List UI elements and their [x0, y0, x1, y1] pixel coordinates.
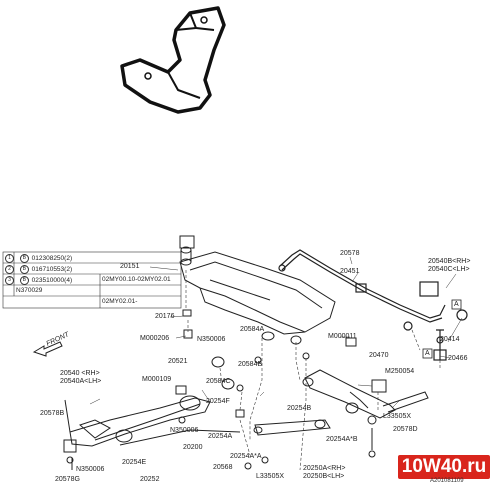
table-row: N370029 — [16, 287, 42, 294]
part-label: 20540A<LH> — [60, 378, 102, 385]
part-label: 20470 — [369, 352, 389, 359]
table-row-note: 02MY02.01- — [102, 298, 138, 305]
part-label: 20250B<LH> — [303, 473, 345, 480]
table-row: 3 B 023510000(4) — [5, 276, 72, 285]
part-label: 20578 — [340, 250, 360, 257]
part-label: 20250A<RH> — [303, 465, 346, 472]
part-label: 20451 — [340, 268, 360, 275]
row-part-number: 012308250(2) — [31, 255, 73, 263]
part-label: 20151 — [120, 263, 140, 270]
row-circle: 1 — [5, 254, 14, 263]
table-row: 1 B 012308250(2) — [5, 254, 72, 263]
part-label: M000109 — [142, 376, 172, 383]
part-label: 20254F — [206, 398, 230, 405]
part-label: N350006 — [170, 427, 199, 434]
row-symbol: B — [19, 265, 29, 274]
callout-a-boxes — [422, 299, 462, 359]
part-label: 20254E — [122, 459, 147, 466]
bracket-detail — [120, 6, 226, 114]
part-label: 20200 — [183, 444, 203, 451]
row-symbol: B — [19, 254, 29, 263]
part-label: 20176 — [155, 313, 175, 320]
part-label: 20252 — [140, 476, 160, 483]
part-label: 20254B — [287, 405, 312, 412]
part-label: N350006 — [197, 336, 226, 343]
row-part-number: N370029 — [16, 287, 43, 294]
part-label: 20466 — [448, 355, 468, 362]
part-label: M250054 — [385, 368, 415, 375]
part-label: 20578G — [55, 476, 80, 483]
part-label: 20521 — [168, 358, 188, 365]
leader-lines — [185, 270, 441, 471]
part-label: 20568 — [213, 464, 233, 471]
part-label: 20254A*B — [326, 436, 358, 443]
part-label: 20414 — [440, 336, 460, 343]
row-circle: 2 — [5, 265, 14, 274]
part-label: 20540C<LH> — [428, 266, 470, 273]
part-label: N350006 — [76, 466, 105, 473]
table-row: 2 B 016710553(2) — [5, 265, 72, 274]
part-label: 20578D — [393, 426, 418, 433]
catalog-code: A201081109 — [430, 478, 464, 484]
row-part-number: 023510000(4) — [31, 277, 73, 285]
part-label: 20540 <RH> — [60, 370, 100, 377]
rear-links — [253, 369, 429, 458]
part-label: M000011 — [328, 333, 357, 340]
table-row-note: 02MY00.10-02MY02.01 — [102, 276, 171, 283]
row-part-number: 016710553(2) — [31, 266, 73, 274]
row-circle: 3 — [5, 276, 14, 285]
label-leaders — [89, 256, 463, 409]
front-arrow-icon — [32, 341, 63, 357]
part-label: 20584B — [238, 361, 263, 368]
part-label: 20578B — [40, 410, 65, 417]
site-logo: 10W40.ru — [398, 455, 490, 479]
stabilizer-bar — [278, 249, 468, 361]
parts-table: 1 B 012308250(2) 2 B 016710553(2) 3 B 02… — [3, 252, 183, 308]
part-label: 20540B<RH> — [428, 258, 471, 265]
part-label: M000206 — [140, 335, 170, 342]
part-label: 20254A — [208, 433, 233, 440]
part-label: L33505X — [256, 473, 285, 480]
row-symbol: B — [19, 276, 29, 285]
callout-a: A — [454, 301, 459, 308]
part-label: L33505X — [383, 413, 412, 420]
part-label: 20584A — [240, 326, 265, 333]
callout-a: A — [425, 350, 430, 357]
lower-arm — [63, 395, 241, 470]
parts-table-frame — [2, 251, 182, 309]
small-parts — [175, 235, 357, 470]
part-label: 20254A*A — [230, 453, 262, 460]
part-label: 20584C — [206, 378, 231, 385]
